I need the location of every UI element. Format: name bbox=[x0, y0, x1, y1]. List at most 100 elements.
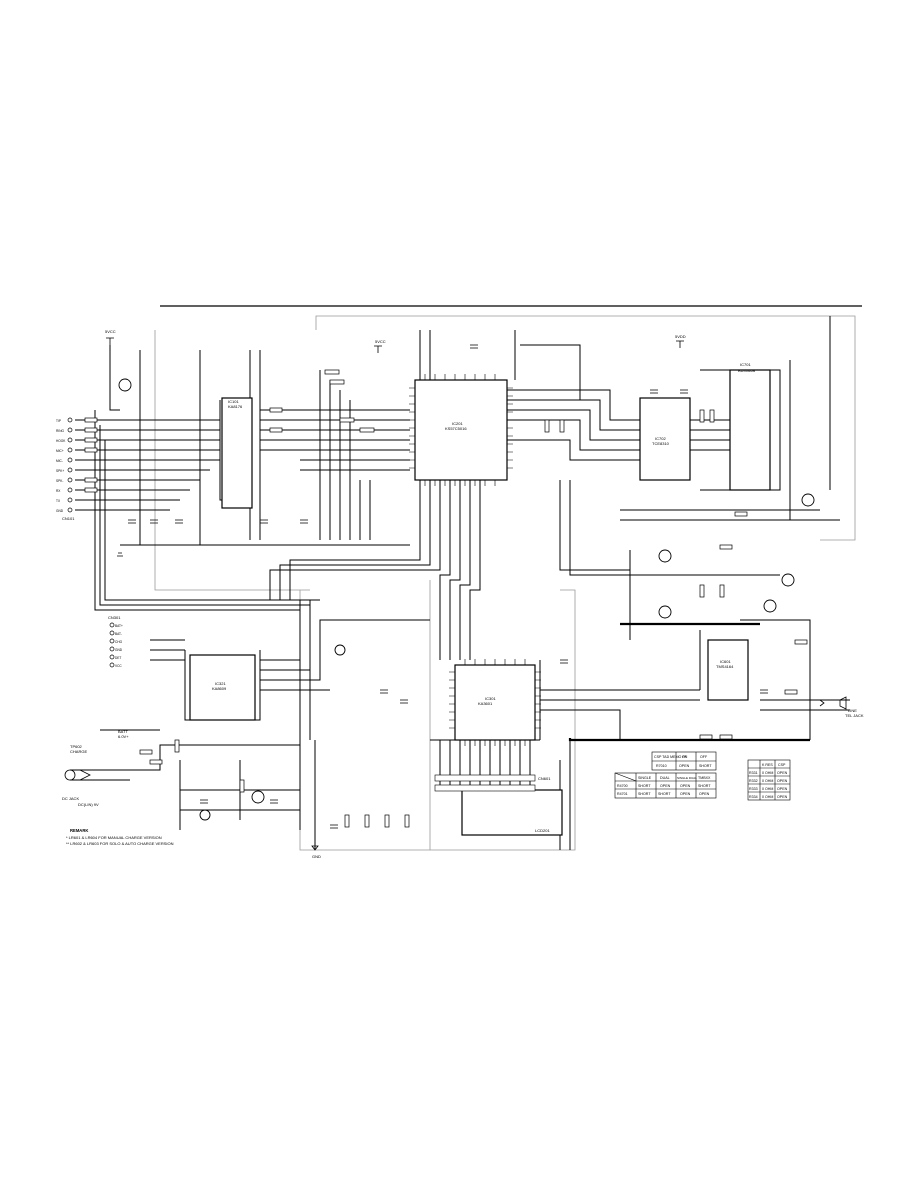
cn101-pin-5: SPK+ bbox=[56, 469, 64, 473]
cn301-pin-2: CHG bbox=[115, 640, 123, 644]
t2-r2c1: 0 OHM bbox=[762, 787, 773, 791]
t1-r1c1: SHORT bbox=[638, 784, 651, 788]
cn101-pin-3: MIC+ bbox=[56, 449, 64, 453]
transistor-q404 bbox=[763, 599, 777, 613]
t1-h2-3: SINGLE DUAL bbox=[677, 776, 697, 780]
transistor-q402 bbox=[658, 605, 672, 619]
cn101-pin-4: MIC- bbox=[56, 459, 63, 463]
t1-h0: CSP TAD MEMO FF bbox=[654, 755, 688, 759]
ic101-part: KA8176 bbox=[228, 404, 243, 409]
vcc-label-2: 5VCC bbox=[375, 339, 386, 344]
ic702-part: TCE8310 bbox=[652, 441, 670, 446]
cn101-label: CN101 bbox=[62, 516, 75, 521]
gnd-label: GND bbox=[312, 854, 321, 859]
cn101-connector bbox=[67, 417, 73, 513]
ic701-part: BU4066B bbox=[738, 368, 755, 373]
cn301-pin-1: BAT- bbox=[115, 632, 122, 636]
t2-r1c1: 0 OHM bbox=[762, 779, 773, 783]
cn101-pin-8: TX bbox=[56, 499, 61, 503]
cn301-pin-labels: BAT+ BAT- CHG GND DET VCC bbox=[115, 624, 123, 668]
t1-h2-2: DUAL bbox=[660, 776, 670, 780]
supply-symbols bbox=[106, 337, 684, 851]
vcc-label-1: 5VCC bbox=[105, 329, 116, 334]
transistor-q301 bbox=[334, 644, 346, 656]
t2-r0c0: R331 bbox=[749, 771, 758, 775]
ic601-part: TMS4164 bbox=[716, 664, 734, 669]
ic301-ref: IC301 bbox=[485, 696, 496, 701]
t2-h2: CSP bbox=[778, 763, 786, 767]
t2-r3c1: 0 OHM bbox=[762, 795, 773, 799]
t1-r1c3: OPEN bbox=[680, 784, 691, 788]
ic-labels: IC101 KA8176 IC201 KS57C5016 IC702 TCE83… bbox=[212, 362, 755, 833]
t2-r2c0: R333 bbox=[749, 787, 758, 791]
ic321-part: KA8609 bbox=[212, 686, 227, 691]
transistor-q602 bbox=[199, 809, 211, 821]
tp-charge-label: TP602 bbox=[70, 744, 83, 749]
ic201-body bbox=[414, 379, 508, 481]
t1-r1c2: OPEN bbox=[660, 784, 671, 788]
cn301-connector bbox=[109, 622, 115, 668]
remark-line-2: ** LR602 & LR603 FOR SOLO & AUTO CHARGE … bbox=[66, 841, 174, 846]
dc-jack-symbol bbox=[64, 769, 91, 781]
t2-r3c2: OPEN bbox=[777, 795, 788, 799]
transistors bbox=[118, 378, 815, 821]
transistor-q601 bbox=[251, 790, 265, 804]
t2-r1c0: R332 bbox=[749, 779, 758, 783]
ic101-body bbox=[221, 397, 253, 509]
t1-r1c0: R4700 bbox=[617, 784, 628, 788]
line-jack-symbol bbox=[819, 696, 847, 710]
cn101-pin-0: TIP bbox=[56, 419, 61, 423]
t1-h2-4: TMBXX bbox=[698, 776, 711, 780]
transistor-q403 bbox=[781, 573, 795, 587]
cn301-pin-5: VCC bbox=[115, 664, 122, 668]
ic301-part: KA3601 bbox=[478, 701, 493, 706]
ic701-ref: IC701 bbox=[740, 362, 751, 367]
transistor-q101 bbox=[118, 378, 132, 392]
t1-r2c2: SHORT bbox=[658, 792, 671, 796]
ic321-body bbox=[189, 654, 256, 721]
batt-sublabel: 6.0V+ bbox=[118, 734, 129, 739]
ic-pins bbox=[409, 374, 541, 746]
cn101-pin-labels: TIP RING HOOK MIC+ MIC- SPK+ SPK- RX TX … bbox=[56, 419, 66, 513]
option-table-2: K RES CSP R331 0 OHM OPEN R332 0 OHM OPE… bbox=[747, 759, 791, 801]
ic101-ref: IC101 bbox=[228, 399, 239, 404]
ic702-ref: IC702 bbox=[655, 436, 666, 441]
t1-r0c2: SHORT bbox=[699, 764, 712, 768]
cn601-connector bbox=[434, 774, 536, 792]
power-labels: 5VCC 5VCC 5VDD BATT 6.0V+ GND TP602 CHAR… bbox=[70, 329, 686, 859]
t2-r1c2: OPEN bbox=[777, 779, 788, 783]
batt-label: BATT bbox=[118, 729, 128, 734]
ic321-ref: IC321 bbox=[215, 681, 226, 686]
t1-r2c4: OPEN bbox=[699, 792, 710, 796]
transistor-q401 bbox=[658, 549, 672, 563]
cn101-pin-7: RX bbox=[56, 489, 61, 493]
t2-r2c2: OPEN bbox=[777, 787, 788, 791]
cn301-pin-0: BAT+ bbox=[115, 624, 123, 628]
capacitors bbox=[128, 344, 768, 829]
ic-blocks bbox=[189, 369, 771, 836]
t1-r2c1: SHORT bbox=[638, 792, 651, 796]
t1-r0c1: OPEN bbox=[679, 764, 690, 768]
t1-h1: ON bbox=[682, 755, 688, 759]
ic701-body bbox=[729, 369, 771, 491]
line-jack-sublabel: TEL JACK bbox=[845, 713, 864, 718]
remark-heading: REMARK bbox=[70, 828, 88, 833]
line-jack-label: LINE bbox=[848, 708, 857, 713]
cn101-pin-9: GND bbox=[56, 509, 64, 513]
t2-r0c2: OPEN bbox=[777, 771, 788, 775]
cn301-pin-3: GND bbox=[115, 648, 123, 652]
t1-r1c4: SHORT bbox=[698, 784, 711, 788]
t2-h1: K RES bbox=[762, 763, 773, 767]
cn301-pin-4: DET bbox=[115, 656, 121, 660]
t2-r0c1: 0 OHM bbox=[762, 771, 773, 775]
cn601-label: CN601 bbox=[538, 776, 551, 781]
ic702-body bbox=[639, 397, 691, 481]
t1-h2-1: SINGLE bbox=[638, 776, 652, 780]
tp-charge-sublabel: CHARGE bbox=[70, 749, 87, 754]
ic301-body bbox=[454, 664, 536, 741]
t1-h2: OFF bbox=[700, 755, 708, 759]
lcd201-ref: LCD201 bbox=[535, 828, 550, 833]
t1-r2c3: OPEN bbox=[680, 792, 691, 796]
cn101-pin-2: HOOK bbox=[56, 439, 66, 443]
